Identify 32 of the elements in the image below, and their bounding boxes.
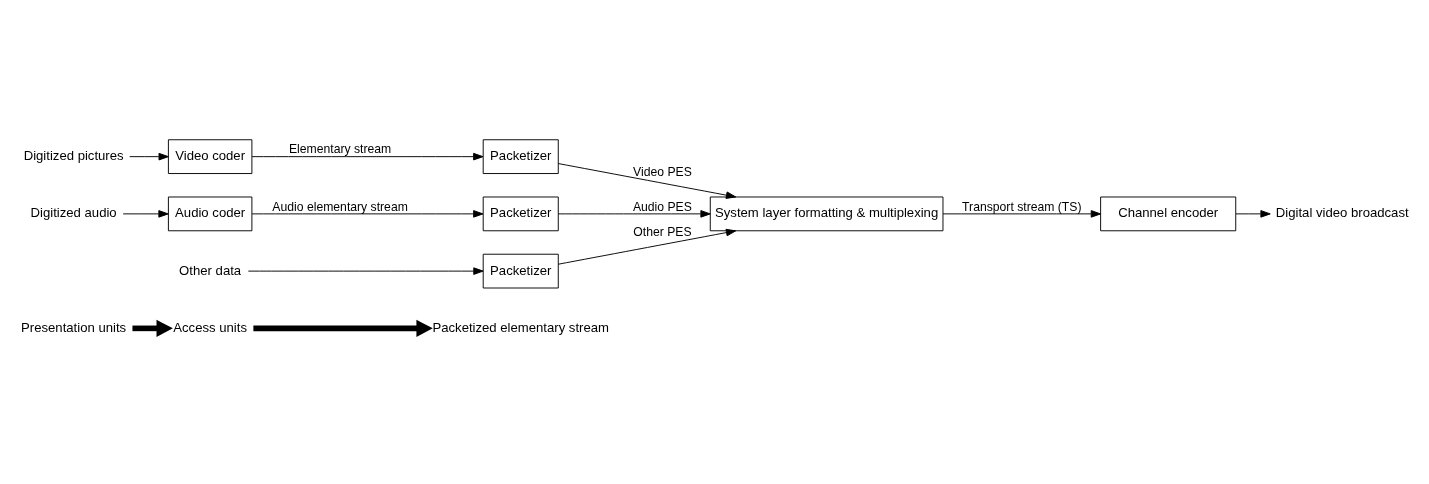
node-text: Digital video broadcast bbox=[1275, 204, 1409, 220]
node-text: Digitized audio bbox=[30, 204, 117, 220]
node-box: Audio coder bbox=[167, 196, 253, 231]
arrow bbox=[942, 209, 1102, 218]
arrow bbox=[251, 209, 484, 218]
node-box: System layer formatting & multiplexing bbox=[709, 196, 944, 231]
node-text: Packetized elementary stream bbox=[432, 319, 610, 335]
arrow bbox=[132, 319, 173, 337]
edge-label: Other PES bbox=[633, 224, 692, 239]
edge-label: Elementary stream bbox=[288, 141, 392, 156]
node-box: Video coder bbox=[167, 138, 253, 174]
arrow bbox=[247, 266, 484, 275]
edge-label: Audio elementary stream bbox=[272, 199, 408, 213]
edge-label: Transport stream (TS) bbox=[962, 199, 1082, 213]
arrow bbox=[253, 319, 433, 337]
arrow bbox=[122, 209, 169, 218]
node-box: Packetizer bbox=[482, 138, 559, 174]
node-box: Packetizer bbox=[482, 253, 559, 288]
node-text: Presentation units bbox=[21, 319, 127, 335]
edge-label: Video PES bbox=[633, 164, 692, 179]
arrow bbox=[129, 152, 169, 160]
arrow bbox=[557, 209, 711, 218]
node-box: Channel encoder bbox=[1100, 196, 1237, 231]
edge-label: Audio PES bbox=[632, 199, 692, 213]
arrow bbox=[1235, 209, 1271, 218]
arrow bbox=[557, 228, 737, 265]
arrow bbox=[251, 152, 484, 160]
node-box: Packetizer bbox=[482, 196, 559, 231]
arrow bbox=[557, 162, 737, 199]
node-text: Digitized pictures bbox=[23, 147, 124, 163]
node-text: Other data bbox=[179, 262, 242, 278]
node-text: Access units bbox=[173, 319, 247, 335]
